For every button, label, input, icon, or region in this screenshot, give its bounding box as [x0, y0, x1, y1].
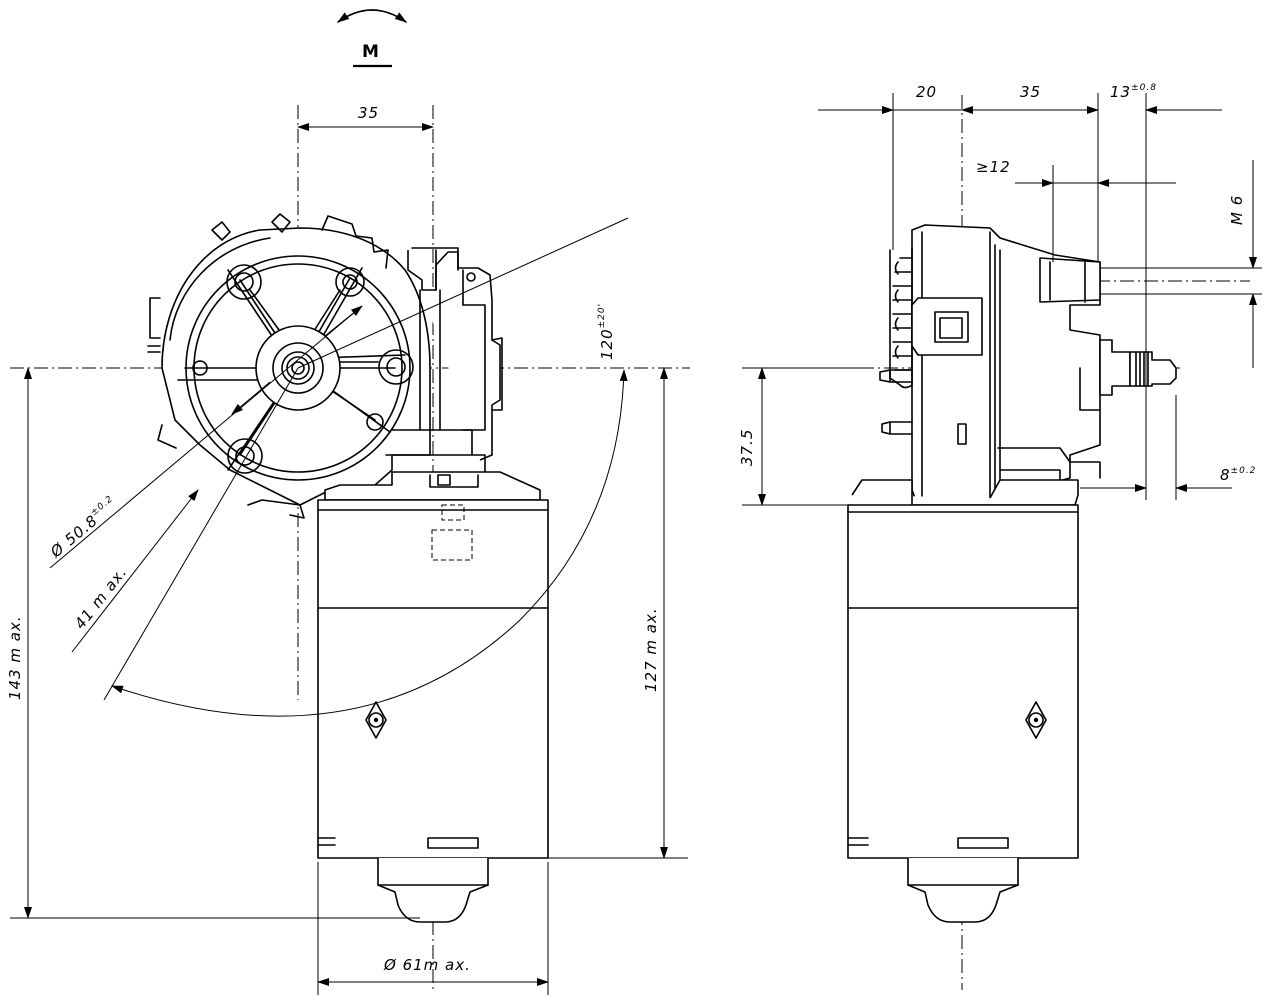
dim-side-m6: M 6 [1100, 160, 1262, 368]
dim-side-35-label: 35 [1020, 83, 1041, 101]
front-motor-can [317, 499, 549, 923]
dim-angle-120: 120±20' [103, 217, 629, 717]
dim-127-max: 127 m ax. [548, 367, 688, 859]
dim-angle-120-label: 120±20' [597, 303, 616, 360]
dim-41-max-label: 41 m ax. [71, 563, 131, 632]
dim-143-max: 143 m ax. [6, 367, 420, 919]
front-gear-housing [147, 213, 541, 519]
dim-side-m6-label: M 6 [1228, 195, 1246, 225]
dim-61-max-label: Ø 61m ax. [383, 956, 471, 974]
dim-offset-35-label: 35 [358, 104, 379, 122]
dim-side-37-5: 37.5 [738, 367, 860, 506]
side-motor-can [847, 504, 1079, 923]
dim-127-max-label: 127 m ax. [642, 607, 660, 692]
front-view: 35 Ø 50.8±0.2 41 m ax. 120±20' [6, 104, 690, 995]
dim-side-12-label: ≥12 [976, 158, 1011, 176]
dim-side-13-label: 13±0.8 [1110, 83, 1157, 101]
dim-61-max: Ø 61m ax. [317, 862, 549, 995]
dim-side-top-chain: 20 35 13±0.8 [818, 83, 1222, 500]
dim-offset-35: 35 [297, 104, 434, 131]
dim-143-max-label: 143 m ax. [6, 615, 24, 700]
dim-side-20-label: 20 [916, 83, 937, 101]
dim-side-8-label: 8±0.2 [1220, 466, 1256, 484]
side-gear-housing [851, 224, 1177, 506]
dim-side-37-5-label: 37.5 [738, 429, 756, 466]
dim-side-12: ≥12 [976, 158, 1176, 262]
dim-side-8: 8±0.2 [1080, 395, 1256, 500]
dim-face-diameter-label: Ø 50.8±0.2 [46, 494, 122, 562]
rotation-direction-symbol: M [337, 9, 407, 68]
rotation-symbol-label: M [362, 42, 379, 62]
side-view: 20 35 13±0.8 ≥12 M 6 37.5 [738, 83, 1262, 990]
